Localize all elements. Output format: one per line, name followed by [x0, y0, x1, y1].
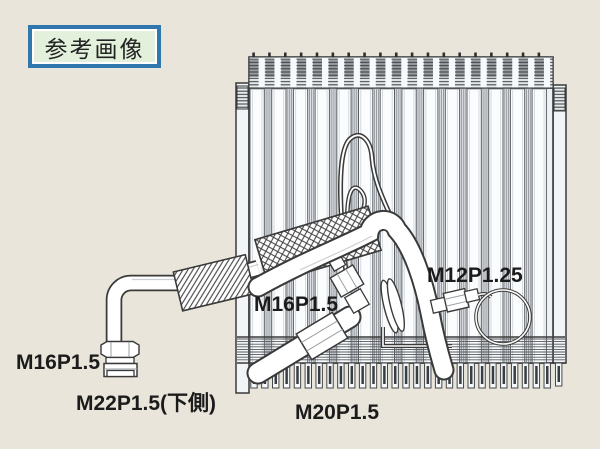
badge-label: 参考画像	[44, 35, 145, 62]
label-bottom-left-fitting: M22P1.5(下側)	[76, 392, 217, 415]
m20-nut	[295, 311, 349, 361]
label-center-fitting: M16P1.5	[254, 293, 339, 316]
label-bottom-fitting: M20P1.5	[295, 401, 380, 424]
m12-pipe	[429, 287, 532, 346]
label-left-fitting: M16P1.5	[16, 351, 101, 374]
m22-fitting	[100, 340, 140, 378]
insulation-wrap-small	[172, 253, 256, 312]
label-right-fitting: M12P1.25	[427, 264, 523, 287]
suction-pipe	[247, 209, 455, 381]
valve-pipe	[246, 249, 371, 385]
reference-image-badge: 参考画像	[28, 25, 161, 68]
flange-disc	[380, 278, 406, 334]
